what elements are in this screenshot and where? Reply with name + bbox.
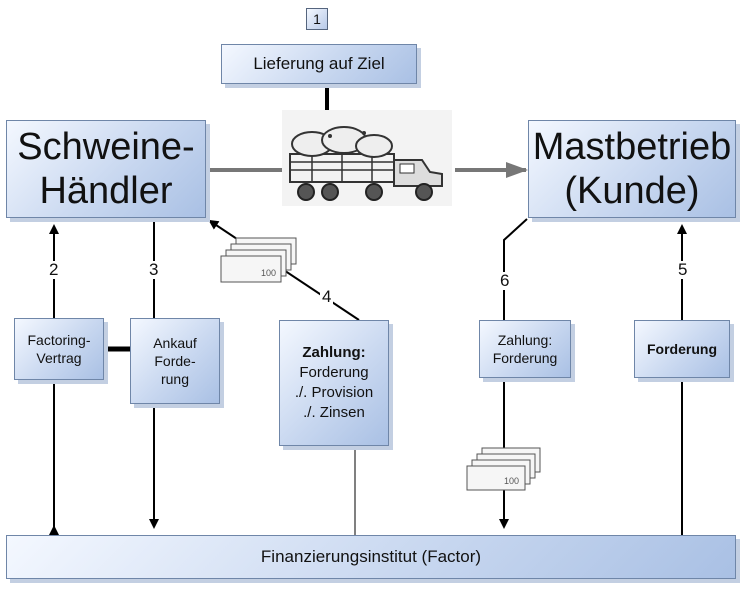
ankauf-line3: rung (160, 371, 190, 387)
zahlung-main-line2: Forderung (299, 364, 369, 381)
zahlung-forderung-line1: Zahlung: (497, 332, 553, 348)
haendler-box: Schweine- Händler (6, 120, 206, 218)
banknotes-icon: 100 (220, 237, 297, 283)
banknotes-icon: 100 (466, 447, 541, 491)
zahlung-forderung-line2: Forderung (492, 350, 558, 366)
forderung-box: Forderung (634, 320, 730, 378)
lieferung-box: Lieferung auf Ziel (221, 44, 417, 84)
haendler-line1: Schweine- (17, 126, 195, 168)
step-number-6: 6 (498, 271, 512, 290)
forderung-label: Forderung (647, 341, 717, 357)
ankauf-box: Ankauf Forde- rung (130, 318, 220, 404)
step-number-3: 3 (147, 260, 161, 279)
factor-label: Finanzierungsinstitut (Factor) (260, 547, 482, 566)
zahlung-main-box: Zahlung: Forderung ./. Provision ./. Zin… (279, 320, 389, 446)
mastbetrieb-line2: (Kunde) (564, 170, 700, 212)
truck-with-pigs-icon (282, 110, 452, 206)
lieferung-label: Lieferung auf Ziel (253, 54, 385, 73)
zahlung-main-line1: Zahlung: (302, 344, 366, 361)
arrow-6 (499, 218, 528, 529)
mastbetrieb-line1: Mastbetrieb (532, 126, 732, 168)
zahlung-forderung-box: Zahlung: Forderung (479, 320, 571, 378)
factoring-vertrag-box: Factoring- Vertrag (14, 318, 104, 380)
factor-box: Finanzierungsinstitut (Factor) (6, 535, 736, 579)
step-number-2: 2 (47, 260, 61, 279)
factoring-vertrag-line2: Vertrag (36, 350, 82, 366)
step-badge: 1 (306, 8, 328, 30)
mastbetrieb-box: Mastbetrieb (Kunde) (528, 120, 736, 218)
haendler-line2: Händler (39, 170, 173, 212)
zahlung-main-line4: ./. Zinsen (303, 404, 365, 421)
step-number-4: 4 (320, 287, 334, 306)
step-number-5: 5 (676, 260, 690, 279)
factoring-vertrag-line1: Factoring- (27, 332, 91, 348)
ankauf-line2: Forde- (154, 353, 196, 369)
svg-text:100: 100 (261, 268, 276, 278)
zahlung-main-line3: ./. Provision (294, 384, 374, 401)
svg-text:100: 100 (504, 476, 519, 486)
ankauf-line1: Ankauf (153, 335, 197, 351)
